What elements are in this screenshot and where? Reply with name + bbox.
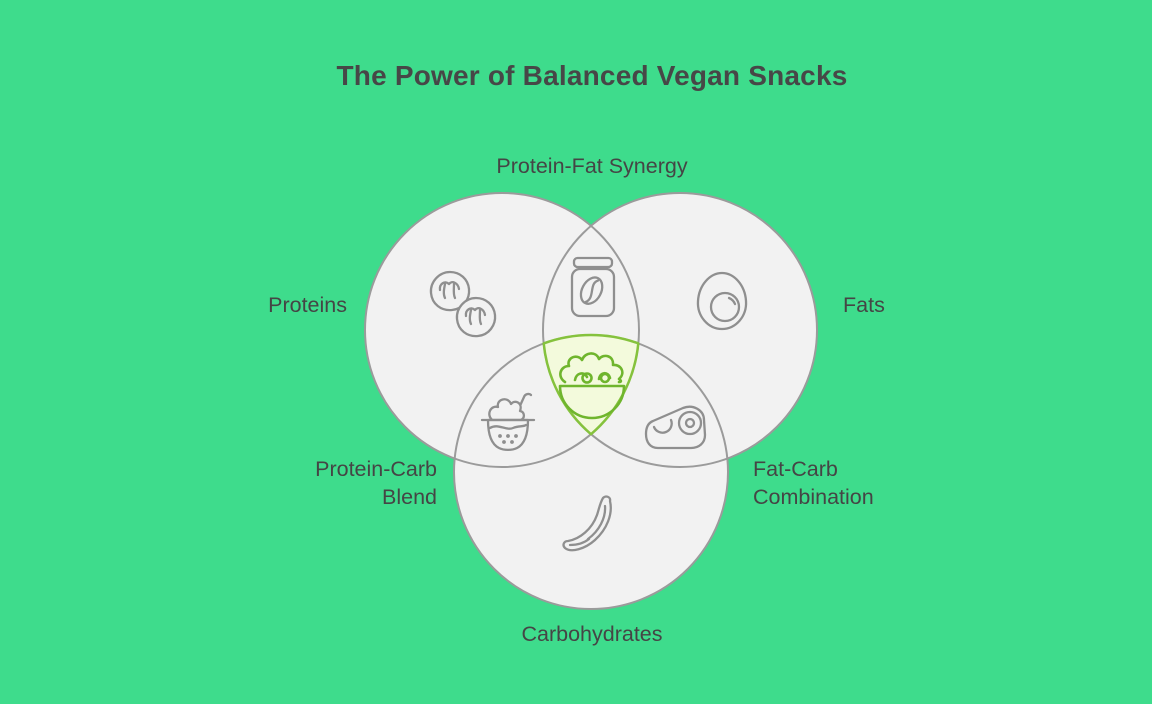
label-carbohydrates: Carbohydrates [521, 622, 663, 646]
carbohydrates-circle [454, 335, 728, 609]
tape-dispenser-icon [644, 405, 707, 450]
label-protein-fat-synergy: Protein-Fat Synergy [496, 154, 688, 178]
label-proteins: Proteins [268, 293, 347, 317]
proteins-circle-outline [364, 192, 640, 468]
label-protein-carb-line2: Blend [382, 485, 437, 509]
avocado-icon [696, 271, 748, 331]
fats-circle-outline [542, 192, 818, 468]
label-fat-carb-line2: Combination [753, 485, 874, 509]
label-fats: Fats [843, 293, 885, 317]
page-title: The Power of Balanced Vegan Snacks [336, 60, 848, 91]
walnuts-icon [429, 270, 497, 338]
salad-bowl-icon [558, 352, 626, 420]
label-fat-carb-combination: Fat-Carb Combination [753, 455, 874, 511]
smoothie-icon [480, 392, 536, 452]
banana-icon [562, 495, 612, 552]
nut-butter-jar-icon [570, 256, 616, 318]
label-protein-carb-line1: Protein-Carb [315, 457, 437, 481]
label-fat-carb-line1: Fat-Carb [753, 457, 838, 481]
label-protein-carb-blend: Protein-Carb Blend [237, 455, 437, 511]
